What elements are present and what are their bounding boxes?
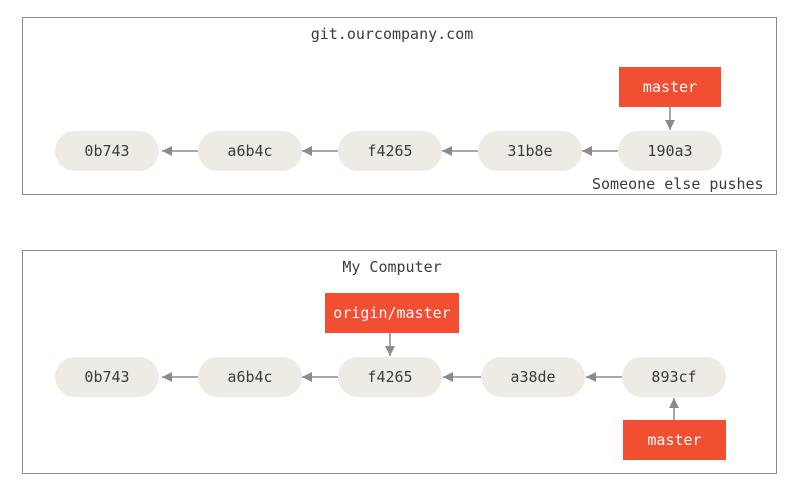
someone-else-pushes-note: Someone else pushes	[592, 175, 764, 193]
server-commit-190a3: 190a3	[618, 131, 722, 171]
local-commit-a38de: a38de	[481, 357, 585, 397]
origin-master-branch: origin/master	[325, 293, 459, 333]
remote-server-title: git.ourcompany.com	[310, 25, 474, 43]
local-commit-a6b4c: a6b4c	[198, 357, 302, 397]
local-commit-0b743: 0b743	[55, 357, 159, 397]
local-commit-893cf: 893cf	[622, 357, 726, 397]
local-master-branch: master	[623, 420, 726, 460]
server-commit-0b743: 0b743	[55, 131, 159, 171]
server-master-branch: master	[619, 67, 721, 107]
server-commit-31b8e: 31b8e	[478, 131, 582, 171]
server-commit-a6b4c: a6b4c	[198, 131, 302, 171]
local-computer-title: My Computer	[342, 258, 442, 276]
local-commit-f4265: f4265	[338, 357, 442, 397]
server-commit-f4265: f4265	[338, 131, 442, 171]
